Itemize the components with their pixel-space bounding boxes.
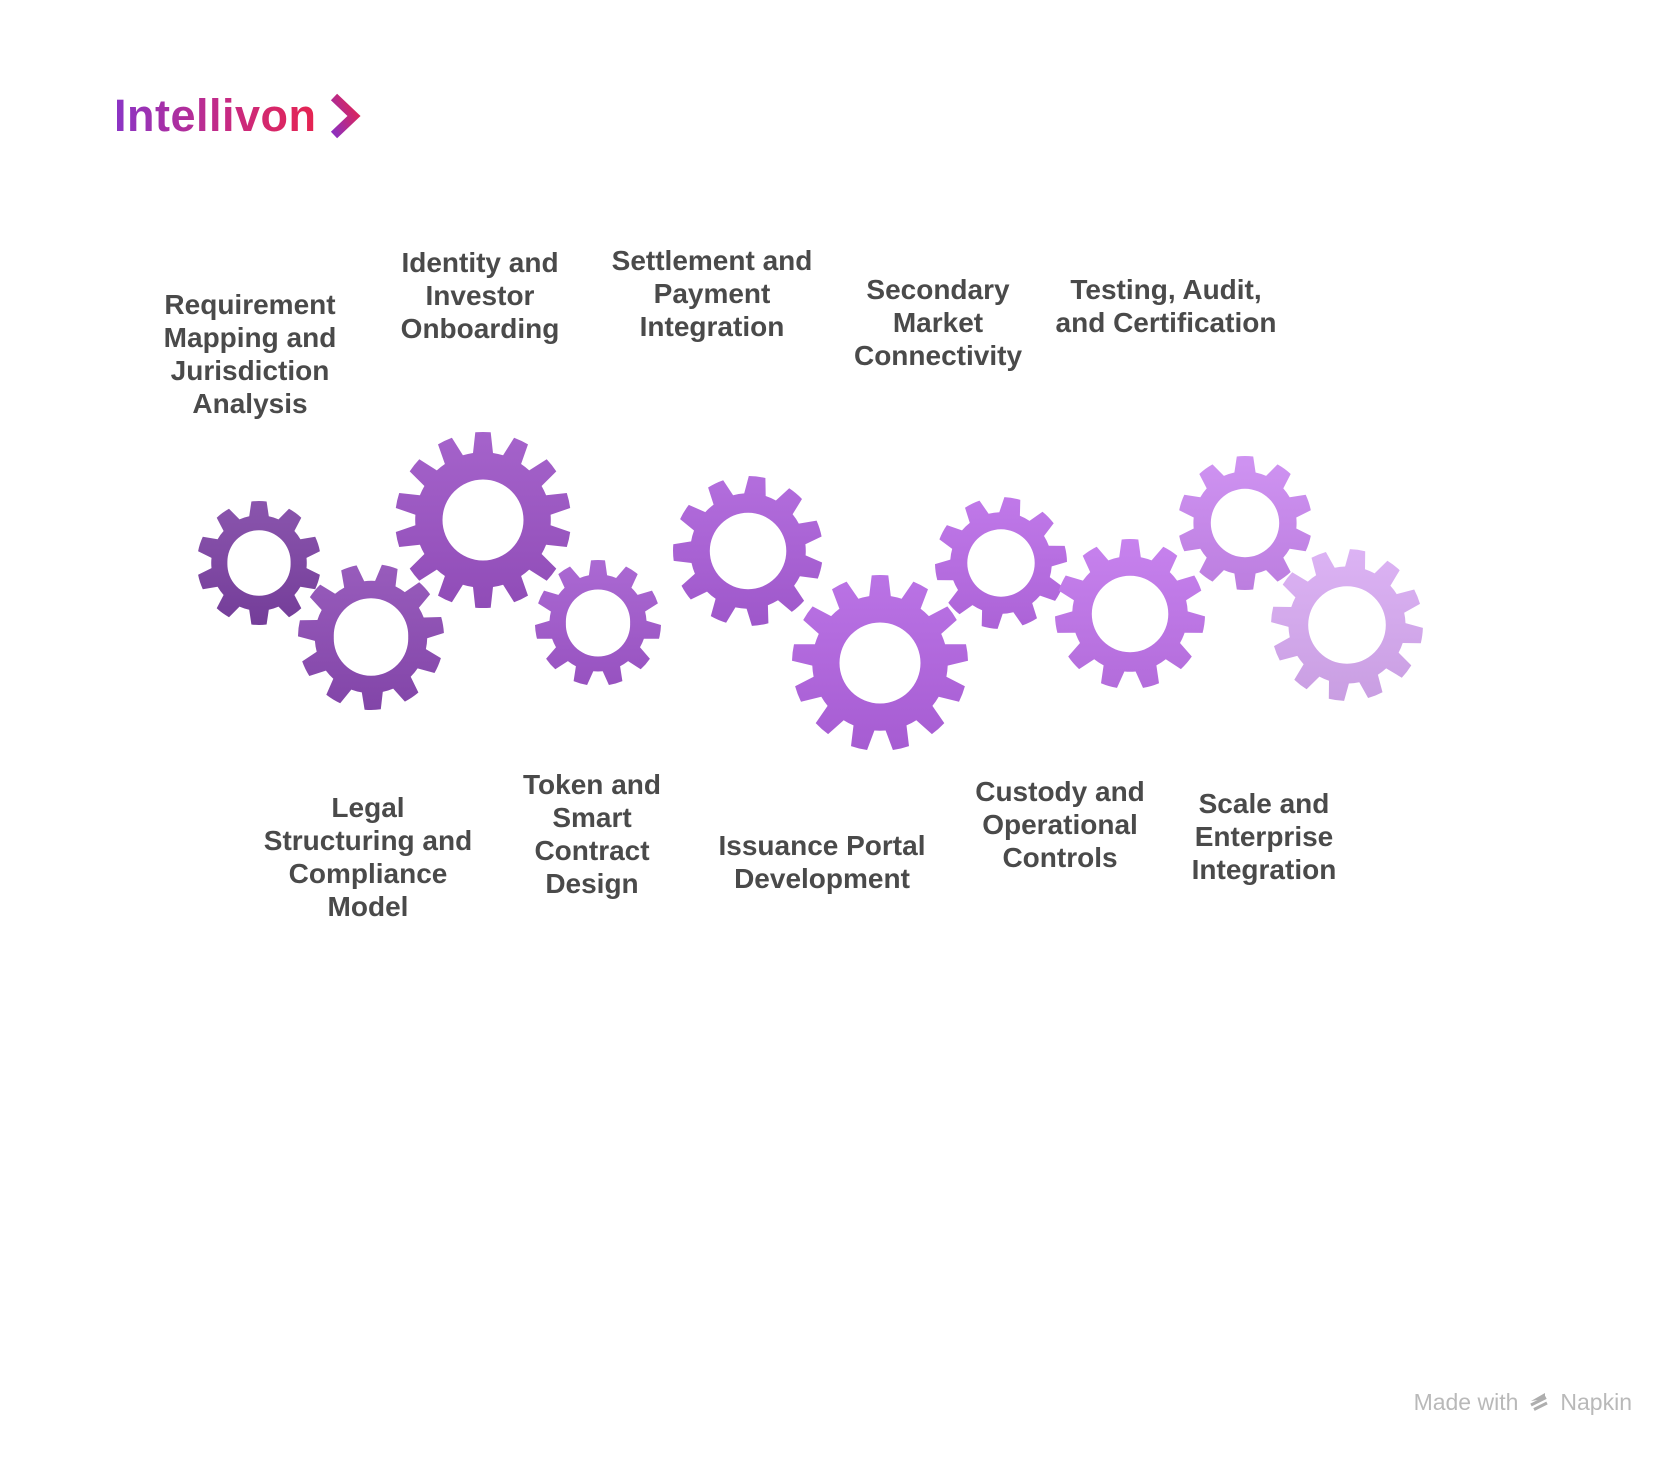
step-label-2: Legal Structuring and Compliance Model [263, 792, 473, 922]
gear-icon-step-8 [1055, 539, 1205, 688]
logo: Intellivon [114, 90, 361, 140]
step-label-6: Issuance Portal Development [718, 830, 926, 894]
gear-icon-step-3 [395, 431, 571, 609]
logo-text: Intellivon [114, 89, 317, 141]
step-label-7: Secondary Market Connectivity [853, 274, 1023, 371]
gear-icon-step-5 [673, 476, 823, 626]
step-label-3: Identity and Investor Onboarding [400, 247, 560, 344]
logo-chevron-icon [330, 93, 361, 139]
step-label-4: Token and Smart Contract Design [523, 769, 661, 899]
napkin-logo-icon [1530, 1392, 1549, 1411]
made-with-text: Made with [1413, 1389, 1519, 1415]
step-label-9: Testing, Audit, and Certification [1055, 274, 1277, 338]
gear-icon-step-4 [535, 560, 661, 685]
gear-icon-step-6 [792, 575, 968, 750]
gear-icon-step-7 [935, 497, 1067, 629]
gear-icon-step-9 [1179, 455, 1311, 591]
step-label-5: Settlement and Payment Integration [611, 245, 813, 342]
gear-icon-step-1 [198, 501, 320, 625]
step-label-10: Scale and Enterprise Integration [1191, 788, 1337, 885]
napkin-brand-text: Napkin [1560, 1389, 1632, 1415]
made-with-napkin[interactable]: Made with Napkin [1414, 1389, 1632, 1416]
step-label-1: Requirement Mapping and Jurisdiction Ana… [163, 289, 337, 419]
gear-icon-step-10 [1271, 549, 1423, 701]
step-label-8: Custody and Operational Controls [975, 776, 1145, 873]
gear-icon-step-2 [298, 564, 444, 710]
